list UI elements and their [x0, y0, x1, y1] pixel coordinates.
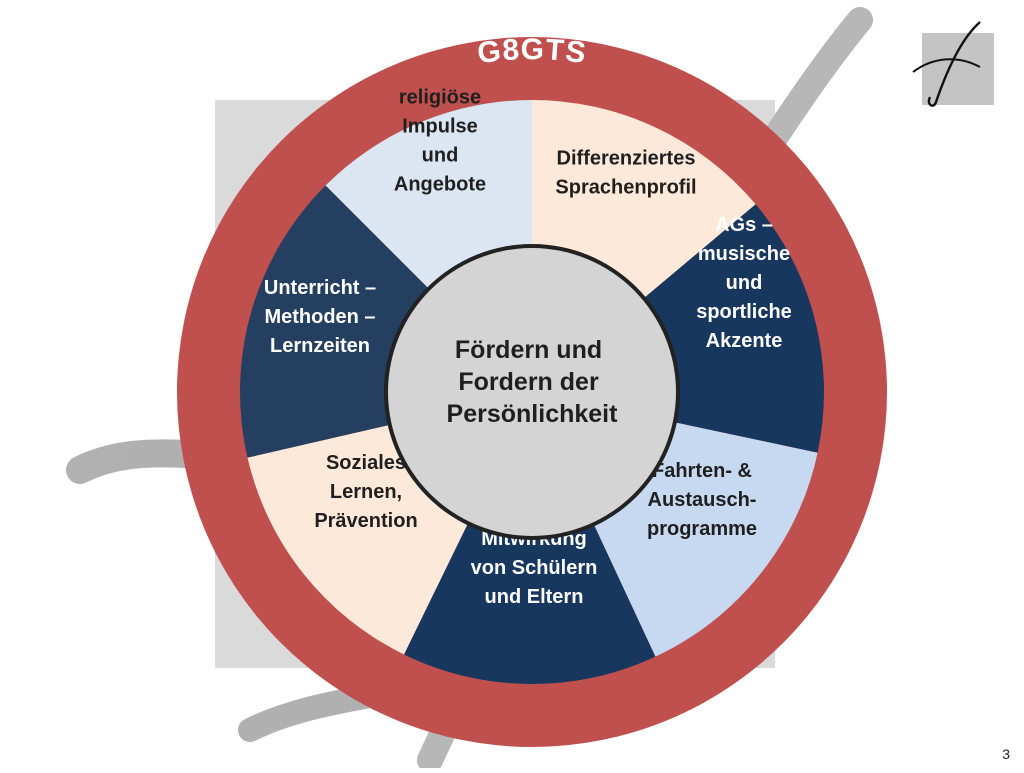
segment-label-line: Prävention: [314, 510, 417, 532]
center-label: Fördern und Fordern der Persönlichkeit: [447, 336, 619, 428]
segment-label-line: programme: [647, 518, 757, 540]
segment-label-line: sportliche: [696, 301, 792, 323]
segment-label-line: Angebote: [394, 174, 486, 196]
segment-label-line: Soziales: [326, 452, 406, 474]
segment-label-line: und Eltern: [485, 586, 584, 608]
segment-label-line: Lernzeiten: [270, 335, 370, 357]
segment-label-line: Methoden –: [264, 306, 375, 328]
segment-label-line: Akzente: [706, 330, 783, 352]
ring-title: G8GTS: [476, 33, 589, 70]
segment-label-line: Impulse: [402, 116, 478, 138]
segment-label-line: Fahrten- &: [652, 460, 752, 482]
segment-label-line: musische: [698, 243, 790, 265]
center-line: Persönlichkeit: [447, 400, 619, 428]
segment-label-fahrten: Fahrten- & Austausch-programme: [647, 460, 757, 540]
signature-logo-icon: [912, 21, 981, 107]
segment-label-line: Differenziertes: [557, 148, 696, 170]
center-line: Fördern und: [455, 336, 602, 364]
ring-title-text: G8GTS: [476, 33, 588, 70]
segment-label-line: und: [726, 272, 763, 294]
segment-label-unterricht: Unterricht – Methoden – Lernzeiten: [264, 277, 376, 357]
center-hub: [388, 248, 676, 536]
segment-label-line: Sprachenprofil: [555, 177, 696, 199]
segment-label-line: Unterricht –: [264, 277, 376, 299]
segment-label-line: AGs –: [715, 214, 773, 236]
page-number: 3: [1002, 746, 1010, 762]
center-line: Fordern der: [458, 368, 599, 396]
segment-label-line: religiöse: [399, 87, 481, 109]
segment-label-line: Lernen,: [330, 481, 402, 503]
segment-label-line: von Schülern: [471, 557, 598, 579]
logo: [912, 21, 994, 107]
segment-label-line: und: [422, 145, 459, 167]
segment-label-line: Austausch-: [648, 489, 757, 511]
